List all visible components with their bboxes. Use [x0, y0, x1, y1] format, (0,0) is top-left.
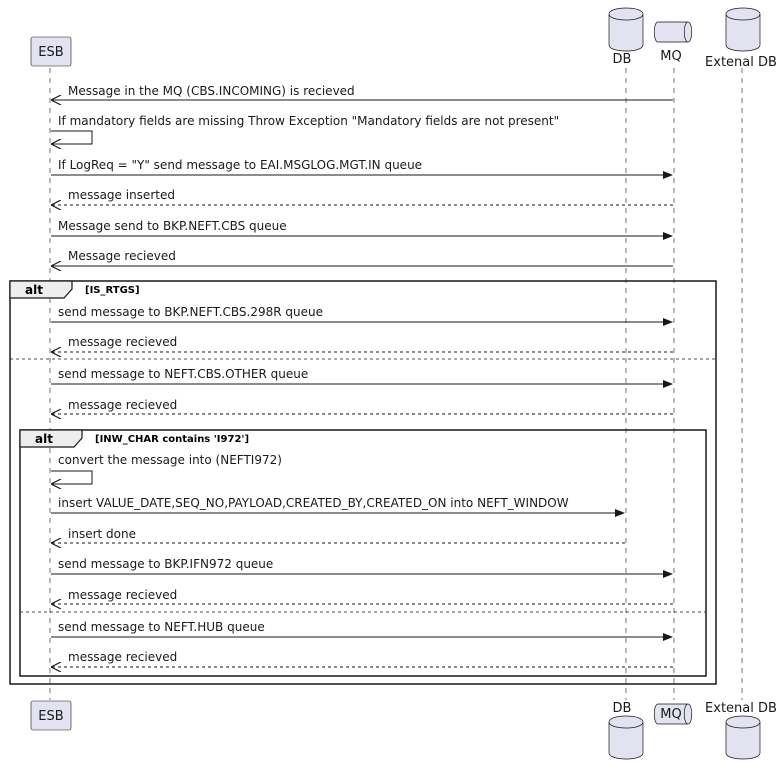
participant-db-bottom: DB [608, 701, 644, 760]
message-label: send message to NEFT.CBS.OTHER queue [58, 367, 308, 381]
participant-mq-top: MQ [653, 21, 693, 64]
database-icon [608, 715, 644, 760]
participant-esb-top: ESB [30, 36, 72, 67]
message-label: Message in the MQ (CBS.INCOMING) is reci… [68, 84, 355, 98]
message-6: Message recieved [52, 249, 673, 266]
message-4-return: message inserted [52, 188, 673, 205]
message-label: message recieved [68, 650, 177, 664]
participant-label: MQ [660, 707, 681, 722]
message-3: If LogReq = "Y" send message to EAI.MSGL… [51, 158, 673, 179]
message-label: insert VALUE_DATE,SEQ_NO,PAYLOAD,CREATED… [58, 496, 569, 510]
queue-icon [653, 21, 693, 43]
message-15-return: message recieved [52, 588, 673, 604]
fragment-condition: [IS_RTGS] [85, 285, 140, 296]
message-label: Message send to BKP.NEFT.CBS queue [58, 219, 287, 233]
message-13-return: insert done [52, 527, 625, 543]
message-label: convert the message into (NEFTI972) [58, 453, 282, 467]
participant-mq-bottom: MQ [653, 703, 693, 725]
message-5: Message send to BKP.NEFT.CBS queue [51, 219, 673, 240]
message-14: send message to BKP.IFN972 queue [51, 557, 673, 578]
message-label: message recieved [68, 335, 177, 349]
database-icon [725, 715, 761, 760]
participant-label: ESB [38, 709, 63, 724]
participant-db-top: DB [608, 7, 644, 67]
participant-label: DB [613, 52, 632, 67]
message-8-return: message recieved [52, 335, 673, 352]
message-label: message inserted [68, 188, 175, 202]
fragment-keyword: alt [25, 283, 43, 297]
message-label: send message to BKP.IFN972 queue [58, 557, 273, 571]
participant-esb-bottom: ESB [30, 700, 72, 731]
database-icon [725, 7, 761, 52]
message-label: insert done [68, 527, 136, 541]
message-label: If LogReq = "Y" send message to EAI.MSGL… [58, 158, 422, 172]
alt-fragment-outer: alt [IS_RTGS] [9, 280, 717, 685]
queue-icon [653, 703, 693, 725]
message-17-return: message recieved [52, 650, 673, 667]
message-label: message recieved [68, 588, 177, 602]
participant-label: Extenal DB [705, 55, 777, 70]
message-label: Message recieved [68, 249, 176, 263]
message-2-self: If mandatory fields are missing Throw Ex… [51, 114, 559, 144]
participant-label: MQ [660, 49, 681, 64]
fragment-tab [19, 429, 83, 448]
fragment-condition: [INW_CHAR contains 'I972'] [95, 434, 249, 445]
message-11-self: convert the message into (NEFTI972) [51, 453, 282, 484]
database-icon [608, 7, 644, 52]
message-9: send message to NEFT.CBS.OTHER queue [51, 367, 673, 388]
participant-extdb-top: Extenal DB [705, 7, 777, 70]
message-label: send message to NEFT.HUB queue [58, 620, 265, 634]
fragment-keyword: alt [35, 432, 53, 446]
participant-label: Extenal DB [705, 701, 777, 716]
message-label: message recieved [68, 398, 177, 412]
participant-label: ESB [38, 45, 63, 60]
message-10-return: message recieved [52, 398, 673, 414]
participant-extdb-bottom: Extenal DB [705, 701, 777, 760]
message-7: send message to BKP.NEFT.CBS.298R queue [51, 305, 673, 326]
message-label: If mandatory fields are missing Throw Ex… [58, 114, 559, 128]
message-12: insert VALUE_DATE,SEQ_NO,PAYLOAD,CREATED… [51, 496, 625, 517]
fragment-tab [9, 280, 73, 299]
alt-fragment-inner: alt [INW_CHAR contains 'I972'] [19, 429, 707, 677]
message-label: send message to BKP.NEFT.CBS.298R queue [58, 305, 323, 319]
message-1: Message in the MQ (CBS.INCOMING) is reci… [52, 84, 673, 100]
participant-label: DB [613, 701, 632, 716]
message-16: send message to NEFT.HUB queue [51, 620, 673, 641]
